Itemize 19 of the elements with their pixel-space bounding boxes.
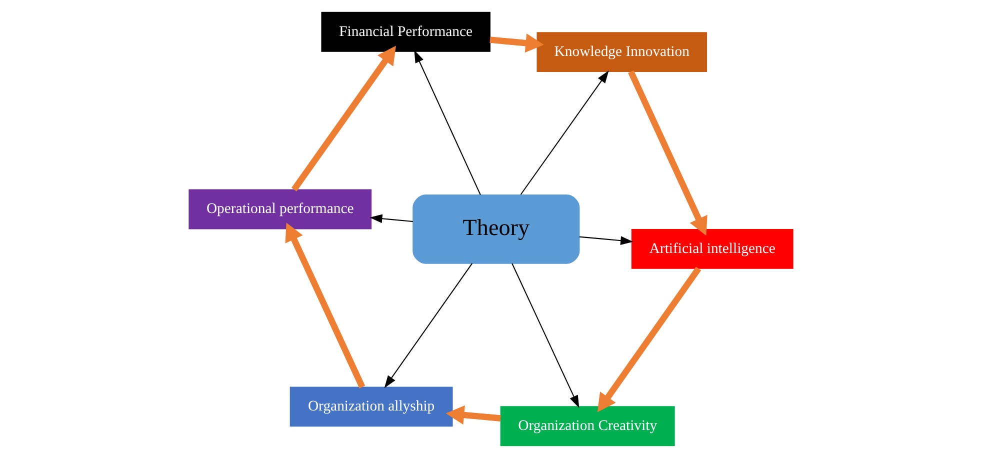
arrow [369, 214, 412, 224]
arrow [384, 263, 472, 388]
node-box: Organization allyship [289, 386, 452, 427]
arrow [596, 266, 701, 412]
node-box: Operational performance [188, 189, 372, 230]
node-box: Organization Creativity [500, 406, 674, 446]
arrow [520, 70, 608, 195]
arrow [290, 46, 396, 192]
arrow [284, 222, 365, 388]
arrow [489, 34, 544, 53]
node-box: Theory [412, 194, 580, 264]
node-box: Financial Performance [320, 12, 490, 52]
arrow [414, 50, 480, 196]
arrow [628, 70, 707, 236]
node-box: Knowledge Innovation [536, 32, 707, 72]
arrow [445, 405, 500, 425]
node-box: Artificial intelligence [630, 228, 793, 269]
arrow [511, 263, 579, 408]
arrow [578, 236, 633, 245]
